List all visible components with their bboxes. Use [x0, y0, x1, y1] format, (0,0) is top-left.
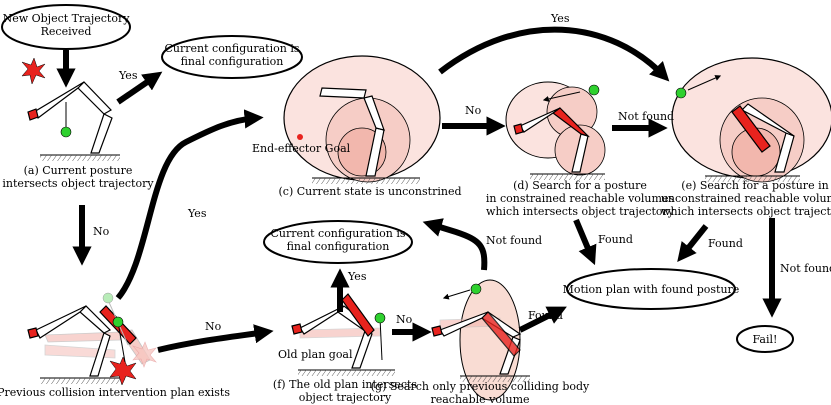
robot-arm-f — [291, 293, 386, 369]
caption-c: (c) Current state is unconstrined — [279, 185, 462, 198]
robot-arm-c — [297, 87, 385, 177]
node-motion-plan: Motion plan with found posture — [563, 268, 740, 310]
arrow-g-not-found — [422, 218, 488, 271]
robot-arm-g — [431, 283, 522, 375]
label-c-yes: Yes — [550, 12, 570, 25]
edge-labels: Yes No Yes No Yes No Not found Found Fou… — [93, 12, 831, 333]
node-fail: Fail! — [736, 325, 794, 353]
ground-a — [40, 154, 120, 161]
ground-e — [705, 175, 800, 182]
label-b-no: No — [205, 320, 222, 333]
ground-f — [298, 369, 395, 376]
label-e-found: Found — [708, 237, 743, 250]
label-d-found: Found — [598, 233, 633, 246]
flow-arrows — [56, 26, 782, 353]
label-c-no: No — [465, 104, 482, 117]
ground-d — [530, 173, 605, 180]
label-a-yes: Yes — [118, 69, 138, 82]
arrow-b-no — [157, 324, 274, 353]
arrow-b-yes — [115, 109, 264, 300]
caption-b: (b) Previous collision intervention plan… — [0, 386, 230, 399]
label-b-yes: Yes — [187, 207, 207, 220]
robot-arm-d — [513, 84, 600, 173]
ground-c — [312, 177, 420, 184]
label-g-not-found: Not found — [486, 234, 542, 247]
ground-b — [40, 377, 125, 384]
label-old-plan-goal: Old plan goal — [278, 348, 353, 361]
arrow-a-yes — [116, 71, 163, 105]
arrow-e-found — [677, 224, 709, 262]
robot-arm-e — [675, 75, 795, 173]
label-end-effector-goal: End-effector Goal — [252, 142, 351, 155]
label-g-found: Found — [528, 309, 563, 322]
volume-c — [283, 55, 441, 183]
arrow-c-yes — [438, 26, 670, 82]
label-f-yes: Yes — [347, 270, 367, 283]
arrow-g-found — [518, 306, 567, 333]
label-f-no: No — [396, 313, 413, 326]
node-fail-text: Fail! — [753, 333, 778, 346]
node-motion-plan-text: Motion plan with found posture — [563, 283, 740, 296]
label-e-not-found: Not found — [780, 262, 831, 275]
robot-arm-b — [27, 292, 157, 386]
label-d-not-found: Not found — [618, 110, 674, 123]
ground-g — [460, 375, 530, 382]
robot-arm-a — [21, 57, 113, 154]
arrow-d-found — [573, 218, 597, 266]
label-a-no: No — [93, 225, 110, 238]
